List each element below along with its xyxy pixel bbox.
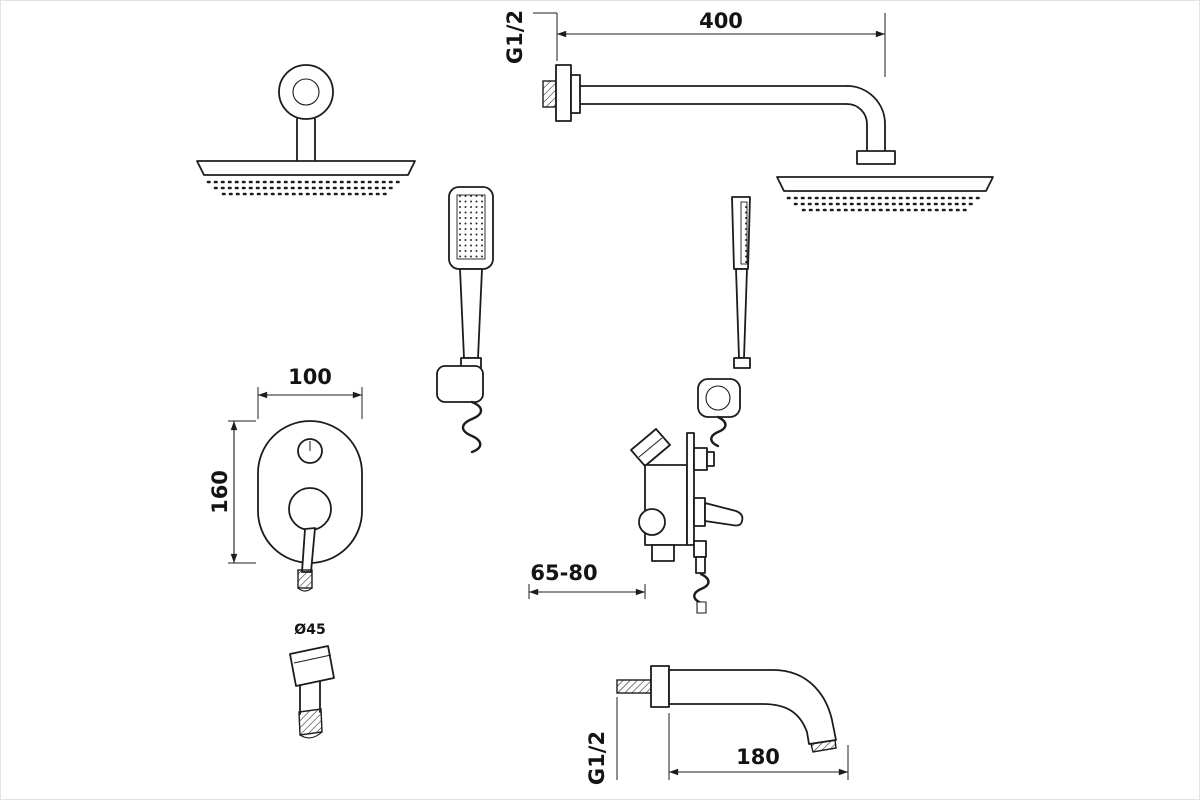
shower-plate bbox=[196, 160, 416, 176]
dim-trim-width-label: 100 bbox=[288, 365, 332, 389]
elbow-outer bbox=[846, 85, 886, 152]
shower-hose-side bbox=[710, 415, 727, 448]
hand-shower-front-view bbox=[436, 186, 494, 454]
hose-nut bbox=[695, 556, 706, 574]
handle-fitting-side bbox=[733, 357, 751, 369]
cartridge-circle bbox=[638, 508, 666, 536]
dim-trim-height-label: 160 bbox=[208, 470, 232, 514]
lever-arm-side bbox=[704, 502, 744, 527]
elbow-inner bbox=[846, 103, 868, 152]
dim-arm-length-label: 400 bbox=[699, 9, 743, 33]
shower-hose bbox=[461, 400, 483, 454]
wall-bracket bbox=[436, 365, 484, 403]
dim-valve-depth-label: 65-80 bbox=[530, 561, 597, 585]
head-fitting bbox=[856, 150, 896, 165]
lever-tip-end bbox=[297, 587, 313, 592]
spout-tip-arc bbox=[299, 731, 323, 739]
handshower-face-side bbox=[740, 201, 748, 265]
dim-spout-reach-label: 180 bbox=[736, 745, 780, 769]
diverter-knob-cap bbox=[706, 451, 715, 467]
spout-flange-plate bbox=[289, 645, 335, 687]
mixer-lever bbox=[301, 527, 316, 573]
wall-plate-edge bbox=[686, 432, 695, 546]
spout-aerator-band bbox=[298, 708, 323, 736]
thread-hatch bbox=[542, 80, 557, 108]
union-edge bbox=[638, 437, 663, 458]
rain-shower-front-view bbox=[196, 64, 416, 196]
mixer-front-view: 100 160 bbox=[208, 365, 363, 592]
lever-tip bbox=[297, 569, 313, 589]
handshower-handle bbox=[459, 268, 483, 359]
handshower-handle-side bbox=[735, 268, 748, 359]
hose-end-fitting bbox=[696, 601, 707, 614]
outlet-hose bbox=[693, 572, 710, 605]
handshower-face bbox=[456, 194, 486, 260]
shower-plate-side bbox=[776, 176, 994, 192]
mixer-side-view: 65-80 bbox=[528, 428, 744, 614]
hand-shower-side-view bbox=[697, 196, 751, 448]
spout-front-view: Ø45 bbox=[289, 622, 335, 739]
diverter-knob-side bbox=[693, 447, 708, 471]
dim-spout-thread-label: G1/2 bbox=[585, 731, 609, 785]
wall-flange-side bbox=[555, 64, 572, 122]
hose-outlet bbox=[693, 540, 707, 558]
dim-arm-thread-label: G1/2 bbox=[503, 10, 527, 64]
spout-tip-aerator bbox=[810, 739, 837, 753]
wall-flange-inner-circle bbox=[292, 78, 320, 106]
mixer-handle-base bbox=[288, 487, 332, 531]
dim-spout-diameter-label: Ø45 bbox=[294, 622, 325, 638]
spout-body bbox=[668, 669, 837, 745]
bath-spout-side-view: 180 G1/2 bbox=[585, 665, 849, 785]
bottom-stub bbox=[651, 544, 675, 562]
lever-base-side bbox=[693, 497, 706, 527]
flange-collar bbox=[570, 74, 581, 114]
bracket-knob bbox=[705, 385, 731, 411]
inlet-thread-hatch bbox=[616, 679, 652, 694]
spout-wall-flange bbox=[650, 665, 670, 708]
plate-edge bbox=[293, 654, 332, 664]
rain-shower-side-view: 400 G1/2 bbox=[503, 9, 994, 212]
